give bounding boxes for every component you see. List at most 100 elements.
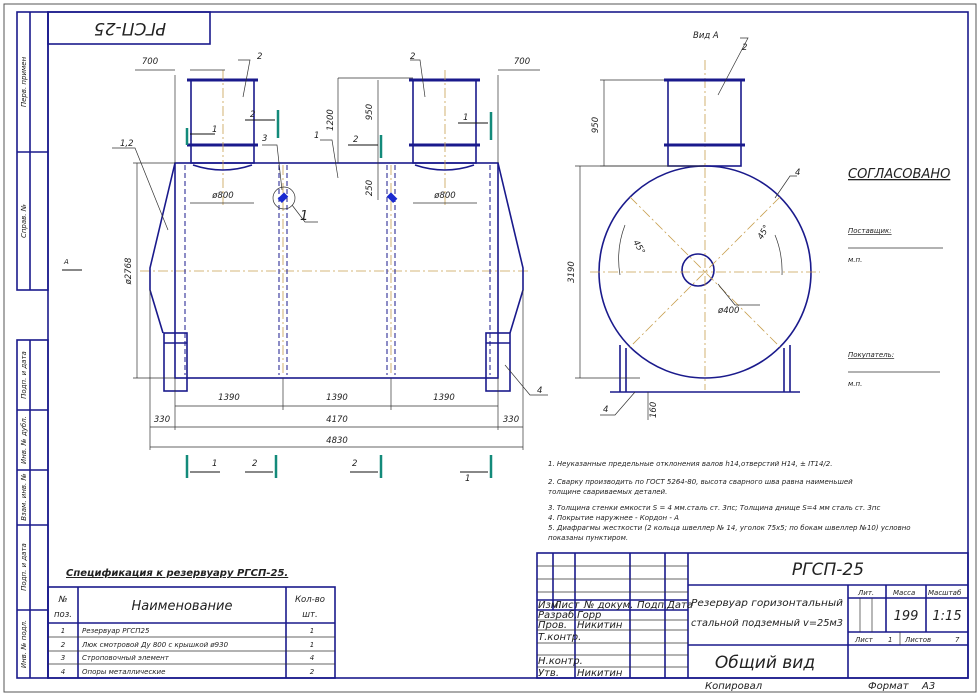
name-line-1: Резервуар горизонтальный — [691, 598, 844, 609]
corner-title: РГСП-25 — [94, 18, 166, 38]
stamp-label: Инв. № подл. — [20, 620, 28, 668]
col-date: Дата — [666, 600, 693, 611]
sheets-value: 7 — [955, 636, 960, 644]
stamp-label: Справ. № — [20, 204, 28, 238]
section-label: 1 — [212, 459, 217, 469]
nozzle-400 — [681, 253, 715, 287]
dim-700-left: 700 — [142, 57, 158, 67]
role: Разраб. — [538, 609, 577, 621]
row-pos: 4 — [61, 668, 65, 676]
note-line: показаны пунктиром. — [548, 534, 628, 542]
dim-1200: 1200 — [326, 109, 336, 131]
callout-1: 1 — [314, 131, 319, 141]
format-value: А3 — [921, 681, 935, 692]
side-view: Вид А 950 3190 45° 45° ø400 160 — [567, 31, 820, 420]
lifting-lug — [386, 192, 398, 203]
callout-3: 3 — [262, 134, 267, 144]
spec-header-name: Наименование — [131, 599, 232, 614]
note-line: 3. Толщина стенки емкости S = 4 мм.сталь… — [548, 504, 880, 512]
table-row: 1 Резервуар РГСП25 1 — [61, 627, 314, 635]
callout-4: 4 — [603, 405, 608, 415]
copied-label: Копировал — [705, 681, 763, 692]
callout-2: 2 — [742, 43, 747, 53]
scale-value: 1:15 — [932, 609, 961, 624]
left-head — [149, 162, 176, 334]
col-list: Лист — [553, 600, 581, 611]
row-qty: 2 — [310, 668, 315, 676]
dim-250: 250 — [365, 180, 375, 196]
section-label: 2 — [250, 110, 255, 120]
angle-45-right: 45° — [756, 223, 772, 241]
dim-3190: 3190 — [567, 261, 577, 283]
col-doc: № докум. — [583, 600, 633, 611]
person: Горр — [577, 610, 601, 621]
approval-block: СОГЛАСОВАНО Поставщик: м.п. Покупатель: … — [848, 167, 950, 388]
sheet-label: Лист — [854, 636, 874, 644]
dim-4170: 4170 — [326, 415, 348, 425]
callout-4: 4 — [795, 168, 800, 178]
front-view: 700 700 1200 950 250 ø800 ø800 ø2768 139… — [62, 52, 548, 484]
dim-330-left: 330 — [154, 415, 170, 425]
dim-950: 950 — [365, 104, 375, 120]
dim-160: 160 — [649, 402, 659, 418]
supplier-label: Поставщик: — [848, 227, 892, 235]
spec-header-qty: Кол-во — [295, 595, 325, 605]
table-row: 2 Люк смотровой Ду 800 с крышкой ø930 1 — [61, 641, 314, 649]
stamp-label: Взам. инв. № — [20, 473, 28, 521]
name-line-2: стальной подземный v=25м3 — [691, 618, 843, 629]
note-line: 4. Покрытие наружнее - Кордон - А — [548, 514, 679, 522]
mass-label: Масса — [893, 589, 915, 597]
title-block: Изм. Лист № докум. Подп. Дата Разраб. Го… — [536, 552, 969, 692]
manhole-right — [409, 70, 480, 205]
callout-4: 4 — [537, 386, 542, 396]
sheet-edge — [3, 3, 977, 693]
row-pos: 3 — [61, 654, 65, 662]
dim-1390: 1390 — [218, 393, 240, 403]
role: Пров. — [538, 620, 567, 631]
notes: 1. Неуказанные предельные отклонения вал… — [548, 460, 911, 542]
row-qty: 1 — [310, 641, 314, 649]
role: Н.контр. — [538, 656, 583, 667]
right-head — [497, 162, 524, 334]
spec-header-pos: поз. — [54, 610, 72, 620]
stamp-label: Инв. № дубл. — [20, 416, 28, 464]
section-label: 2 — [252, 459, 257, 469]
row-name: Опоры металлические — [82, 668, 165, 676]
scale-label: Масштаб — [928, 589, 962, 597]
dim-1390: 1390 — [326, 393, 348, 403]
note-line: 2. Сварку производить по ГОСТ 5264-80, в… — [548, 478, 853, 486]
row-pos: 1 — [61, 627, 65, 635]
corner-title-box: РГСП-25 — [47, 11, 211, 45]
table-row: 4 Опоры металлические 2 — [61, 668, 315, 676]
spec-title: Спецификация к резервуару РГСП-25. — [66, 567, 288, 579]
format-label: Формат — [868, 681, 910, 692]
supplier-seal: м.п. — [848, 256, 862, 264]
role: Т.контр. — [538, 632, 581, 643]
sheets-label: Листов — [904, 636, 931, 644]
section-label: 1 — [463, 113, 468, 123]
section-label: 2 — [353, 135, 358, 145]
section-marks: 1 2 2 1 1 2 2 1 — [185, 110, 493, 484]
stamp-label: Перв. примен — [20, 56, 28, 107]
callout-1-2: 1,2 — [120, 139, 134, 149]
view-arrow-label: А — [63, 258, 69, 266]
sheet-value: 1 — [888, 636, 892, 644]
view-name: Общий вид — [715, 653, 815, 673]
left-stamps: Перв. примен Справ. № Подп. и дата Инв. … — [16, 11, 49, 679]
note-line: 5. Диафрагмы жесткости (2 кольца швеллер… — [548, 524, 911, 532]
spec-header-qty: шт. — [302, 610, 317, 620]
col-sign: Подп. — [637, 600, 667, 611]
dim-dia2768: ø2768 — [124, 257, 134, 285]
callout-2: 2 — [410, 52, 415, 62]
lit-label: Лит. — [857, 589, 874, 597]
section-label: 1 — [212, 125, 217, 135]
stamp-label: Подп. и дата — [20, 543, 28, 591]
section-label: 2 — [352, 459, 357, 469]
buyer-label: Покупатель: — [848, 351, 894, 359]
row-pos: 2 — [61, 641, 66, 649]
person: Никитин — [577, 620, 623, 631]
row-name: Люк смотровой Ду 800 с крышкой ø930 — [81, 641, 229, 649]
row-qty: 4 — [310, 654, 314, 662]
section-label: 1 — [465, 474, 470, 484]
